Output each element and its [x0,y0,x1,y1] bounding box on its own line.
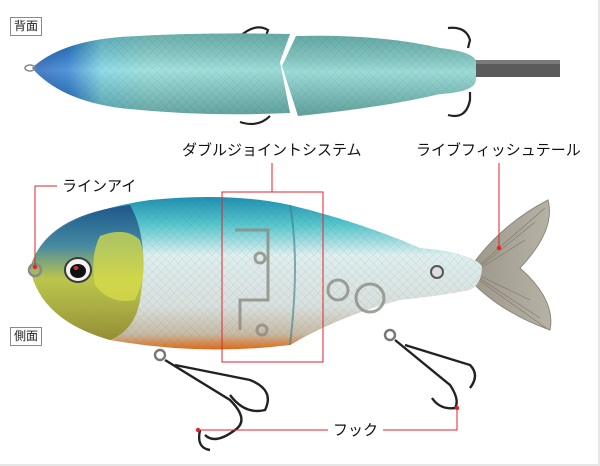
hook-icon [447,26,472,49]
leader-lines [34,163,500,431]
line-eye-callout: ラインアイ [62,177,137,195]
double-joint-callout: ダブルジョイントシステム [182,141,362,159]
live-fish-tail-callout: ライブフィッシュテール [416,141,581,159]
top-view-lure [24,26,560,126]
hook-callout: フック [333,421,379,439]
tail-plate [465,60,560,77]
side-view-lure [27,196,552,452]
top-view-label: 背面 [10,17,43,36]
tail-fin [469,199,552,331]
hook-icon [447,92,472,118]
side-view-label: 側面 [10,327,43,346]
double-joint-highlight-box [221,191,324,363]
hook-icon [239,115,271,126]
line-eye-icon [24,64,36,72]
